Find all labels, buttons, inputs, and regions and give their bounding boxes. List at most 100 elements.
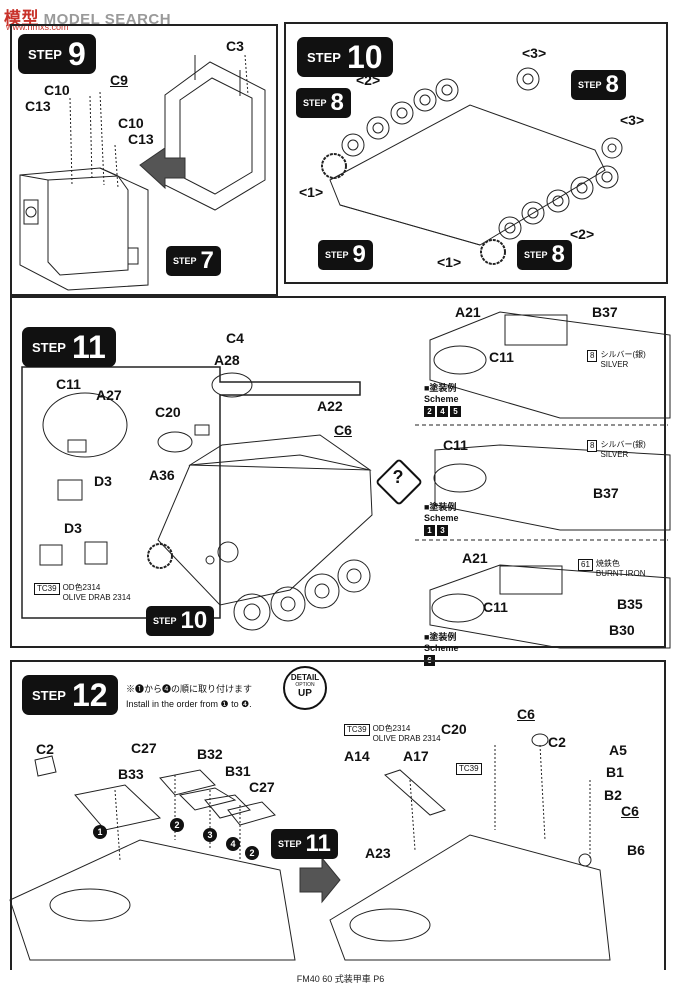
page-footer: FM40 60 式装甲車 P6 xyxy=(296,974,385,984)
inset-label-d3-top: D3 xyxy=(94,473,112,489)
watermark-url: www.hmxs.com xyxy=(6,22,69,32)
inset-label-c11: C11 xyxy=(56,376,81,392)
step9-frame-left xyxy=(19,167,149,291)
step8-left-word: STEP xyxy=(303,98,327,108)
inset-label-a27: A27 xyxy=(96,387,122,403)
s12-label-c27-right: C27 xyxy=(249,779,275,795)
step10-number: 10 xyxy=(346,38,383,75)
step12-word: STEP xyxy=(32,687,66,703)
step9-ref-word: STEP xyxy=(325,250,349,260)
optB-label-c11: C11 xyxy=(443,437,468,453)
optB-paint-num: 8 xyxy=(587,440,598,452)
step9-panel xyxy=(10,24,278,296)
optC-paint-en: BURNT IRON xyxy=(595,569,646,578)
optA-label-b37: B37 xyxy=(592,304,618,320)
s12-label-c2-right: C2 xyxy=(548,734,566,750)
step8-left-number: 8 xyxy=(330,89,344,116)
optC-paint-num: 61 xyxy=(578,559,593,571)
step7-number: 7 xyxy=(200,247,214,274)
step9-word: STEP xyxy=(28,46,62,62)
label-c13-top: C13 xyxy=(25,98,51,114)
label-c9: C9 xyxy=(110,72,128,88)
s12-label-c2: C2 xyxy=(36,741,54,757)
optA-scheme-chip: 4 xyxy=(437,406,448,417)
step8-right-number: 8 xyxy=(605,71,619,98)
s12-label-c6-bottom: C6 xyxy=(621,803,639,819)
optA-scheme-chip: 2 xyxy=(424,406,435,417)
step12-hull-left xyxy=(9,755,296,961)
order-mark-4: 4 xyxy=(226,837,240,851)
detail-label: DETAIL xyxy=(290,673,320,682)
optC-scheme-en: Scheme xyxy=(424,643,459,653)
watermark: 模型 MODEL SEARCH xyxy=(4,4,171,29)
label-a36: A36 xyxy=(149,467,175,483)
step8-right-word: STEP xyxy=(578,80,602,90)
order-mark-2b: 2 xyxy=(245,846,259,860)
label-c10-top: C10 xyxy=(44,82,70,98)
optA-label-c11: C11 xyxy=(489,349,514,365)
step10-hull xyxy=(329,104,606,246)
step10-badge: STEP 10 xyxy=(297,37,393,77)
label-c3: C3 xyxy=(226,38,244,54)
step9-ref-number: 9 xyxy=(352,241,366,268)
optC-paint-jp: 焼鉄色 xyxy=(595,559,620,568)
step11-ref-word: STEP xyxy=(278,839,302,849)
optA-scheme-jp: ■塗装例 xyxy=(424,383,457,393)
step10-road-wheels-bottom xyxy=(498,165,619,240)
paint-name-jp: OD色2314 xyxy=(62,583,101,592)
optB-paint: 8 シルバー(銀) SILVER xyxy=(587,440,646,460)
optB-scheme-chip: 1 xyxy=(424,525,435,536)
step8-bottom-word: STEP xyxy=(524,250,548,260)
bracket-1-left: <1> xyxy=(299,184,324,200)
bracket-1-bottom: <1> xyxy=(437,254,462,270)
s12-paint-callout: TC39 OD色2314 OLIVE DRAB 2314 xyxy=(344,724,441,744)
step12-note-en: Install in the order from ❶ to ❹. xyxy=(126,699,252,709)
inset-paint-callout: TC39 OD色2314 OLIVE DRAB 2314 xyxy=(34,583,131,603)
optA-paint: 8 シルバー(銀) SILVER xyxy=(587,350,646,370)
paint-code-tc39: TC39 xyxy=(34,583,60,595)
s12-paint-en: OLIVE DRAB 2314 xyxy=(372,734,441,743)
step11-option-views xyxy=(415,311,671,649)
optB-scheme-en: Scheme xyxy=(424,513,459,523)
label-c13-bottom: C13 xyxy=(128,131,154,147)
optC-label-c11: C11 xyxy=(483,599,508,615)
s12-paint-code-small: TC39 xyxy=(456,763,482,775)
detail-up-label: UP xyxy=(298,688,312,699)
step10-panel xyxy=(284,22,668,284)
optB-label-b37: B37 xyxy=(593,485,619,501)
bracket-3-right: <3> xyxy=(620,112,645,128)
label-c6: C6 xyxy=(334,422,352,438)
label-a28: A28 xyxy=(214,352,240,368)
optC-label-a21: A21 xyxy=(462,550,488,566)
watermark-name: MODEL SEARCH xyxy=(43,11,172,28)
s12-label-a14: A14 xyxy=(344,748,370,764)
optC-label-b30: B30 xyxy=(609,622,635,638)
optA-paint-jp: シルバー(銀) xyxy=(600,350,646,359)
step7-word: STEP xyxy=(173,256,197,266)
label-c10-bottom: C10 xyxy=(118,115,144,131)
optA-paint-en: SILVER xyxy=(600,360,629,369)
optA-scheme-en: Scheme xyxy=(424,394,459,404)
step11-vehicle xyxy=(147,372,373,631)
detail-up-badge: DETAIL OPTION UP xyxy=(283,666,327,710)
watermark-prefix: 模型 xyxy=(4,9,39,28)
step10-word: STEP xyxy=(307,49,341,65)
order-mark-1: 1 xyxy=(93,825,107,839)
step10-ref-number: 10 xyxy=(180,607,208,634)
option-question-icon: ? xyxy=(392,467,404,487)
s12-label-b32: B32 xyxy=(197,746,223,762)
s12-label-b33: B33 xyxy=(118,766,144,782)
optC-scheme-jp: ■塗装例 xyxy=(424,632,457,642)
optB-scheme-chip: 3 xyxy=(437,525,448,536)
s12-label-b6: B6 xyxy=(627,842,645,858)
s12-label-c27-left: C27 xyxy=(131,740,157,756)
optC-paint: 61 焼鉄色 BURNT IRON xyxy=(578,559,646,579)
step9-number: 9 xyxy=(67,35,86,72)
